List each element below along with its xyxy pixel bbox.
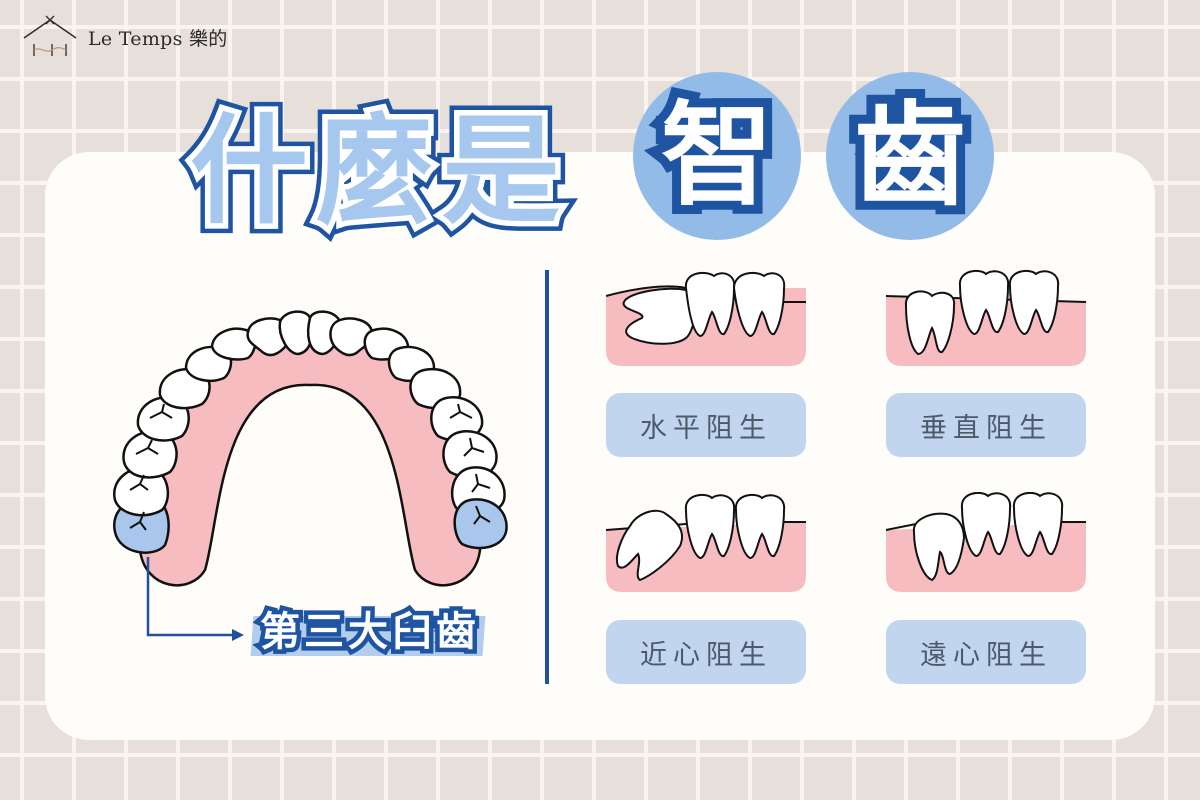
title-highlight-circle-2: 齒 齒: [826, 72, 994, 240]
impaction-type-horizontal: 水平阻生: [606, 393, 806, 457]
title-highlight-1: 智 智: [652, 91, 782, 221]
impaction-type-label: 水平阻生: [640, 412, 772, 444]
distal-impaction-illustration: [886, 492, 1086, 592]
tooth: [329, 317, 374, 357]
impaction-type-label: 垂直阻生: [920, 412, 1052, 444]
title-highlight-2-text: 齒: [854, 91, 966, 221]
mesial-impaction-illustration: [606, 493, 806, 592]
title-prefix: 什麼是 什麼是 什麼是: [180, 75, 570, 250]
title-highlight-1-outline: 智: [652, 91, 782, 221]
page-title: 什麼是 什麼是 什麼是: [180, 80, 570, 250]
house-logo-icon: [23, 15, 77, 56]
third-molar-outline: 第三大臼齒: [256, 605, 481, 660]
impaction-type-mesial: 近心阻生: [606, 620, 806, 684]
title-highlight-2: 齒 齒: [845, 91, 975, 221]
tooth: [112, 466, 170, 517]
title-prefix-outline: 什麼是: [180, 92, 570, 250]
impaction-type-vertical: 垂直阻生: [886, 393, 1086, 457]
upper-teeth: [112, 310, 508, 554]
tooth: [453, 498, 508, 550]
title-prefix-inner-outline: 什麼是: [184, 96, 569, 245]
title-highlight-1-text: 智: [661, 91, 773, 221]
tooth-grooves: [129, 403, 491, 531]
third-molar-fill: 第三大臼齒: [260, 609, 480, 655]
brand-logo: Le Temps 樂的: [22, 14, 228, 60]
title-highlight-2-outline: 齒: [845, 91, 975, 221]
impaction-type-distal: 遠心阻生: [886, 620, 1086, 684]
impaction-type-label: 近心阻生: [640, 639, 772, 671]
brand-name: Le Temps 樂的: [88, 27, 228, 50]
section-divider: [545, 270, 549, 684]
horizontal-impaction-illustration: [606, 271, 806, 366]
third-molar-label: 第三大臼齒 第三大臼齒: [250, 602, 490, 662]
third-molar-text: 第三大臼齒 第三大臼齒: [250, 602, 490, 662]
dental-arch-illustration: [112, 310, 508, 587]
pointer-arrow-icon: [146, 557, 244, 641]
title-prefix-text: 什麼是: [190, 101, 569, 240]
title-highlight-circle-1: 智 智: [633, 72, 801, 240]
vertical-impaction-illustration: [886, 269, 1086, 366]
impaction-type-label: 遠心阻生: [920, 639, 1052, 671]
